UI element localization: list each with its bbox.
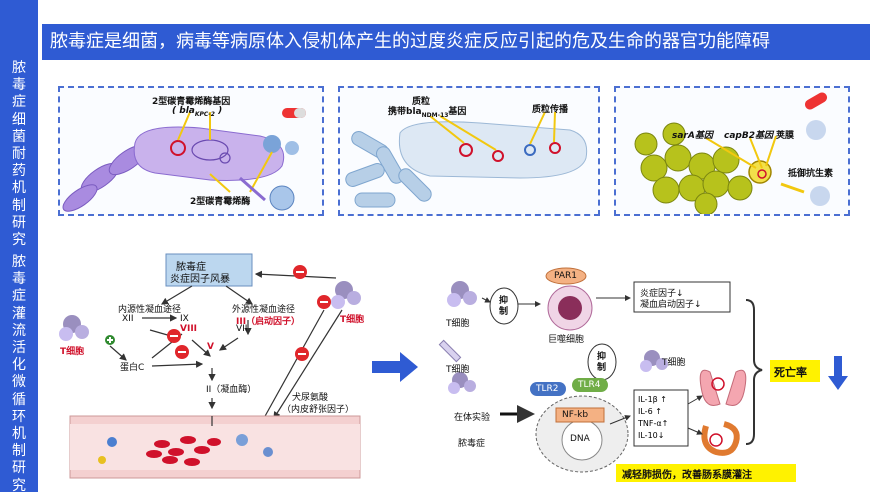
factor-viii: VIII xyxy=(180,324,198,334)
extrinsic-pathway-label: 外源性凝血途径 xyxy=(232,305,296,315)
label-kpc-gene: ( blaKPC-2 ) xyxy=(172,106,223,118)
page-title: 脓毒症是细菌，病毒等病原体入侵机体产生的过度炎症反应引起的危及生命的器官功能障碍 xyxy=(50,31,770,52)
bacterium-body xyxy=(133,126,285,181)
panel-capsule-illustration xyxy=(634,92,830,214)
sidebar-heading-microcirculation: 脓毒症灌流活化微循环机制研究 xyxy=(12,254,26,494)
intestine-icon xyxy=(701,421,740,456)
label-kpc-enzyme: 2型碳青霉烯酶 xyxy=(190,197,251,207)
label-plasmid-transfer: 质粒传播 xyxy=(532,105,569,115)
factor-ix: IX xyxy=(180,314,189,324)
death-rate-down-arrow xyxy=(828,356,848,390)
storm-label-1: 脓毒症 xyxy=(176,262,206,273)
factor-iii: III（启动因子） xyxy=(236,317,301,327)
outcome-coagulation: 凝血启动因子↓ xyxy=(640,300,702,310)
inhibit-1-label: 抑 制 xyxy=(499,296,509,317)
nfkb-label: NF-kb xyxy=(562,410,589,420)
panel-ndm: 质粒 携带blaNDM-13基因 质粒传播 xyxy=(338,86,600,216)
macrophage-label: 巨噬细胞 xyxy=(548,335,585,345)
coagulation-diagram xyxy=(59,253,361,479)
cytokine-il6: IL-6 ↑ xyxy=(638,407,662,416)
intrinsic-pathway-label: 内源性凝血途径 xyxy=(118,305,182,315)
t-cell-left-label: T细胞 xyxy=(60,347,85,357)
t-cell-left-icon xyxy=(59,315,89,341)
label-capb2-gene: capB2基因 xyxy=(724,131,773,141)
t-cell-3-label: T细胞 xyxy=(662,358,686,368)
panel-kpc: 2型碳青霉烯酶基因 ( blaKPC-2 ) 2型碳青霉烯酶 xyxy=(58,86,324,216)
kynurenine-label: 犬尿氨酸 xyxy=(292,393,329,403)
death-rate-box xyxy=(770,360,820,382)
staph-cluster xyxy=(634,122,753,214)
in-vivo-label: 在体实验 xyxy=(454,413,491,423)
nfkb-box xyxy=(555,407,605,423)
sidebar-heading-resistance: 脓毒症细菌耐药机制研究 xyxy=(12,60,26,249)
label-ndm-gene: 携带blaNDM-13基因 xyxy=(388,107,467,119)
title-bar: 脓毒症是细菌，病毒等病原体入侵机体产生的过度炎症反应引起的危及生命的器官功能障碍 xyxy=(42,24,870,60)
t-cell-3-icon xyxy=(640,350,668,372)
transition-arrow-icon xyxy=(372,352,418,382)
cytokine-il10: IL-10↓ xyxy=(638,431,665,440)
death-rate-label: 死亡率 xyxy=(774,366,807,379)
lung-icon xyxy=(699,369,747,406)
cytokine-box xyxy=(633,389,689,447)
panel-ndm-illustration xyxy=(345,111,588,208)
storm-label-2: 炎症因子风暴 xyxy=(170,274,230,285)
tlr4-label: TLR4 xyxy=(578,380,601,390)
blood-vessel xyxy=(69,415,361,479)
factor-xii: XII xyxy=(122,314,134,324)
bacteria-chain xyxy=(62,144,148,212)
label-plasmid: 质粒 xyxy=(412,97,431,107)
label-sara-gene: sarA基因 xyxy=(672,131,713,141)
plasmid-ring xyxy=(170,140,186,156)
panel-kpc-illustration xyxy=(62,108,306,212)
label-capsule: 荚膜 xyxy=(776,131,795,141)
tlr2-label: TLR2 xyxy=(536,384,559,394)
sepsis-label: 脓毒症 xyxy=(458,439,486,449)
bottom-note-box xyxy=(616,464,796,482)
t-cell-1-label: T细胞 xyxy=(446,319,470,329)
label-kpc-gene-title: 2型碳青霉烯酶基因 xyxy=(152,97,231,107)
protein-c-label: 蛋白C xyxy=(120,363,145,373)
par1-label: PAR1 xyxy=(554,271,577,281)
t-cell-2-label: T细胞 xyxy=(446,365,470,375)
signaling-diagram xyxy=(438,267,848,482)
t-cell-2-icon xyxy=(448,372,476,394)
outcome-box xyxy=(633,281,731,313)
cytokine-list: IL-1β ↑ IL-6 ↑ TNF-α↑ IL-10↓ xyxy=(638,394,668,442)
inhibit-2-label: 抑 制 xyxy=(597,352,607,373)
factor-v: V xyxy=(207,342,214,352)
dna-label: DNA xyxy=(570,434,590,444)
factor-vii: VII xyxy=(236,324,248,334)
factor-ii: II（凝血酶） xyxy=(206,385,257,395)
t-cell-right-label: T细胞 xyxy=(340,315,365,325)
outcome-inflammation: 炎症因子↓ xyxy=(640,289,684,299)
t-cell-1-icon xyxy=(447,281,477,307)
storm-box xyxy=(165,253,253,287)
syringe-icon xyxy=(438,339,462,363)
cytokine-il1b: IL-1β ↑ xyxy=(638,395,668,404)
sidebar: 脓毒症细菌耐药机制研究 脓毒症灌流活化微循环机制研究 xyxy=(0,0,38,494)
t-cell-top-right-icon xyxy=(331,281,361,309)
panel-capsule: sarA基因 capB2基因 荚膜 抵御抗生素 xyxy=(614,86,850,216)
bottom-note-label: 减轻肺损伤，改善肠系膜灌注 xyxy=(622,470,752,481)
cytokine-tnfa: TNF-α↑ xyxy=(638,419,669,428)
donor-bacterium xyxy=(398,121,588,179)
label-resist-antibiotics: 抵御抗生素 xyxy=(788,169,834,179)
kynurenine-sub-label: （内皮舒张因子） xyxy=(282,405,355,415)
